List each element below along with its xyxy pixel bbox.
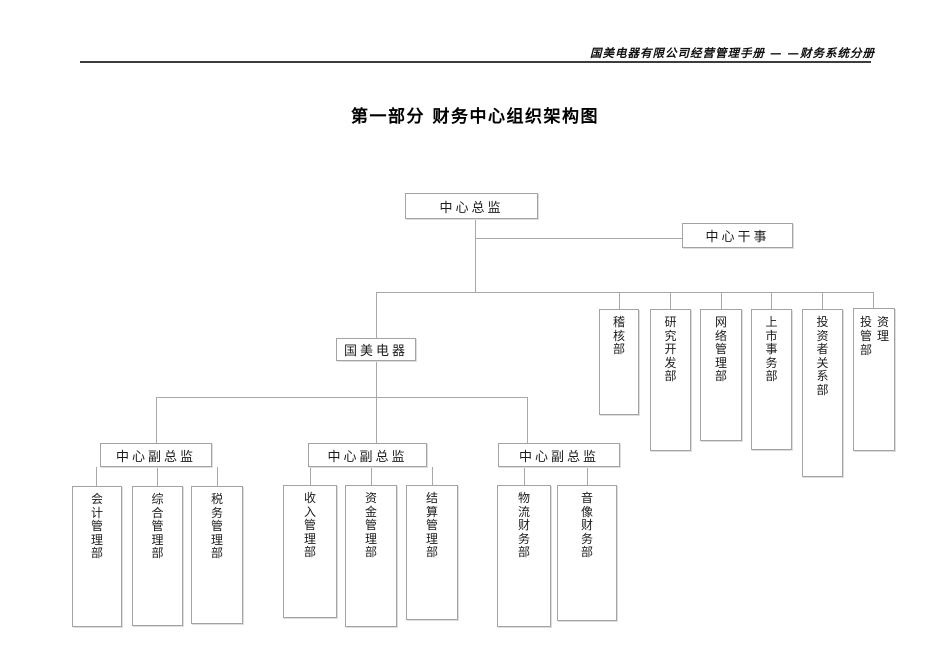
connector-deputy2-drop [376, 397, 377, 443]
connector-tax-drop [217, 467, 218, 486]
connector-settlement-drop [432, 467, 433, 485]
connector-director-down [475, 219, 476, 293]
connector-logistics-drop [524, 467, 525, 485]
node-accounting-management-dept: 会 计 管 理 部 [72, 486, 122, 627]
connector-av-drop [587, 467, 588, 485]
connector-accounting-drop [96, 467, 97, 486]
node-deputy-director-3: 中心副总监 [498, 443, 620, 467]
node-audit-dept: 稽 核 部 [599, 309, 639, 415]
node-company: 国美电器 [336, 338, 416, 361]
node-listing-affairs-dept: 上 市 事 务 部 [751, 309, 792, 450]
header-rule [80, 61, 871, 63]
page-header-text: 国美电器有限公司经营管理手册 — —财务系统分册 [589, 46, 875, 60]
connector-network-drop [721, 292, 722, 309]
node-deputy-director-1: 中心副总监 [100, 443, 212, 467]
connector-general-drop [157, 467, 158, 486]
node-center-officer: 中心干事 [682, 223, 793, 248]
node-investment-management-dept: 投资 管理 部 [853, 308, 895, 451]
node-general-management-dept: 综 合 管 理 部 [132, 486, 183, 626]
connector-main-horizontal [376, 292, 874, 293]
node-tax-management-dept: 税 务 管 理 部 [191, 486, 243, 624]
connector-investment-drop [873, 292, 874, 308]
node-revenue-management-dept: 收 入 管 理 部 [283, 485, 337, 618]
node-deputy-director-2: 中心副总监 [308, 443, 427, 467]
connector-deputy1-drop [156, 397, 157, 443]
connector-company-drop [376, 292, 377, 338]
connector-audit-drop [619, 292, 620, 309]
node-audio-video-finance-dept: 音 像 财 务 部 [557, 485, 617, 621]
connector-listing-drop [771, 292, 772, 309]
node-center-director: 中心总监 [405, 193, 538, 219]
connector-deputies-horizontal [156, 397, 528, 398]
connector-funds-drop [371, 467, 372, 485]
connector-rnd-drop [670, 292, 671, 309]
node-funds-management-dept: 资 金 管 理 部 [345, 485, 397, 627]
connector-revenue-drop [310, 467, 311, 485]
connector-ir-drop [822, 292, 823, 309]
node-investor-relations-dept: 投 资 者 关 系 部 [802, 309, 843, 477]
node-research-development-dept: 研 究 开 发 部 [650, 309, 691, 451]
node-network-management-dept: 网 络 管 理 部 [700, 309, 742, 441]
connector-company-down [376, 361, 377, 397]
node-settlement-management-dept: 结 算 管 理 部 [406, 485, 458, 620]
connector-officer-horizontal [475, 238, 682, 239]
node-logistics-finance-dept: 物 流 财 务 部 [497, 485, 551, 627]
page-title: 第一部分 财务中心组织架构图 [351, 107, 599, 127]
connector-deputy3-drop [527, 397, 528, 443]
